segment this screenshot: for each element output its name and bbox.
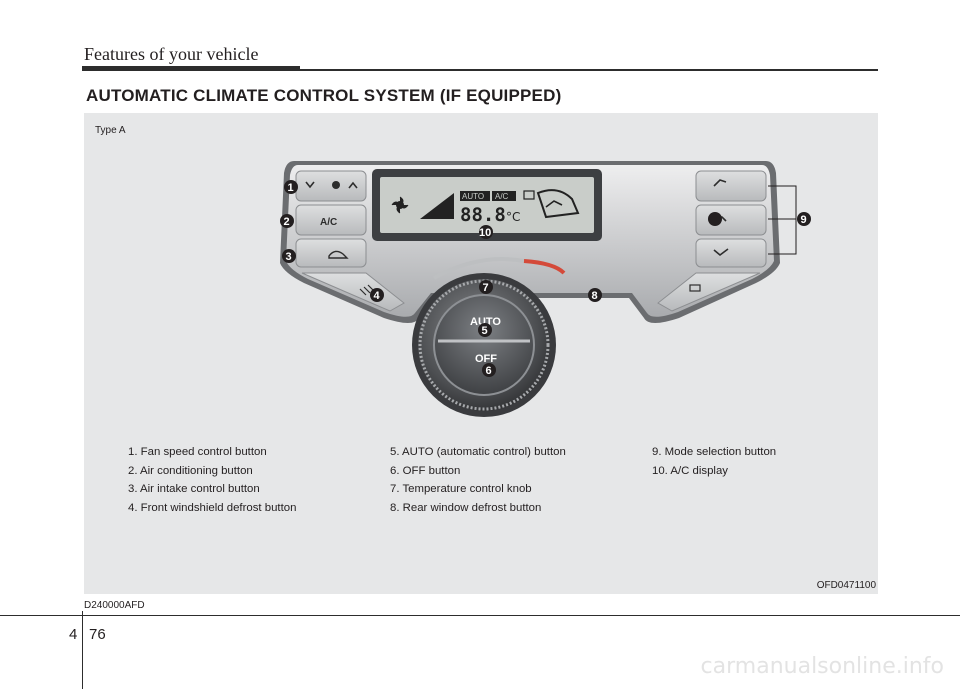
caption-item: 7. Temperature control knob (390, 483, 532, 495)
caption-item: 1. Fan speed control button (128, 446, 267, 458)
caption-item: 6. OFF button (390, 464, 461, 477)
svg-text:5: 5 (482, 325, 488, 337)
header-title: Features of your vehicle (84, 44, 259, 64)
footer-rule (0, 615, 960, 616)
callout-9 (708, 212, 722, 226)
caption-item: 5. AUTO (automatic control) button (390, 446, 566, 458)
caption-column-1: 1. Fan speed control button 2. Air condi… (128, 443, 296, 517)
chapter-number: 4 (69, 626, 78, 643)
svg-text:6: 6 (486, 365, 492, 377)
caption-item: 9. Mode selection button (652, 446, 777, 458)
header-rule (300, 69, 878, 71)
caption-item: 2. Air conditioning button (128, 464, 253, 477)
svg-text:2: 2 (284, 216, 290, 228)
callout-10: 10 (479, 225, 493, 239)
svg-text:3: 3 (286, 251, 292, 263)
caption-column-3: 9. Mode selection button 10. A/C display (652, 443, 776, 480)
caption-column-2: 5. AUTO (automatic control) button 6. OF… (390, 443, 566, 517)
rear-defrost-button-shape (657, 272, 761, 312)
document-code: D240000AFD (84, 600, 145, 611)
mode-button-3-shape (695, 238, 767, 268)
climate-panel-illustration: A/C AUTO A/C 88.8 °C (280, 161, 811, 417)
section-title: AUTOMATIC CLIMATE CONTROL SYSTEM (IF EQU… (86, 86, 562, 105)
svg-text:10: 10 (479, 227, 491, 239)
callout-6: 6 (482, 363, 496, 377)
caption-item: 8. Rear window defrost button (390, 501, 542, 514)
figure-code: OFD0471100 (816, 580, 876, 591)
svg-text:4: 4 (374, 290, 381, 302)
mode-button-2-shape (695, 204, 767, 236)
display-temp: 88.8 (460, 204, 506, 226)
callout-7: 7 (479, 280, 493, 294)
watermark: carmanualsonline.info (700, 654, 944, 679)
header-bar (82, 66, 300, 71)
svg-text:9: 9 (801, 214, 807, 226)
figure-box: Type A (84, 113, 878, 594)
page-number: 76 (89, 626, 106, 643)
svg-text:8: 8 (592, 290, 598, 302)
callout-4: 4 (370, 288, 384, 302)
display-ac-tag: A/C (495, 192, 509, 201)
callout-9-right: 9 (797, 212, 811, 226)
callout-3: 3 (282, 249, 296, 263)
callout-5: 5 (478, 323, 492, 337)
mode-button-1-shape (695, 170, 767, 202)
type-label: Type A (95, 125, 126, 136)
display-unit: °C (506, 210, 520, 224)
knob-off-label: OFF (475, 353, 497, 365)
caption-item: 10. A/C display (652, 464, 728, 477)
knob-auto-label: AUTO (470, 316, 501, 328)
caption-item: 3. Air intake control button (128, 483, 260, 495)
callout-1: 1 (284, 180, 298, 194)
callout-8: 8 (588, 288, 602, 302)
ac-button-shape (295, 204, 367, 236)
callout-2: 2 (280, 214, 294, 228)
svg-text:1: 1 (288, 182, 294, 194)
footer-divider (82, 611, 83, 689)
display-auto-tag: AUTO (462, 192, 484, 201)
caption-item: 4. Front windshield defrost button (128, 501, 297, 514)
ac-label: A/C (320, 217, 337, 228)
svg-text:7: 7 (483, 282, 489, 294)
